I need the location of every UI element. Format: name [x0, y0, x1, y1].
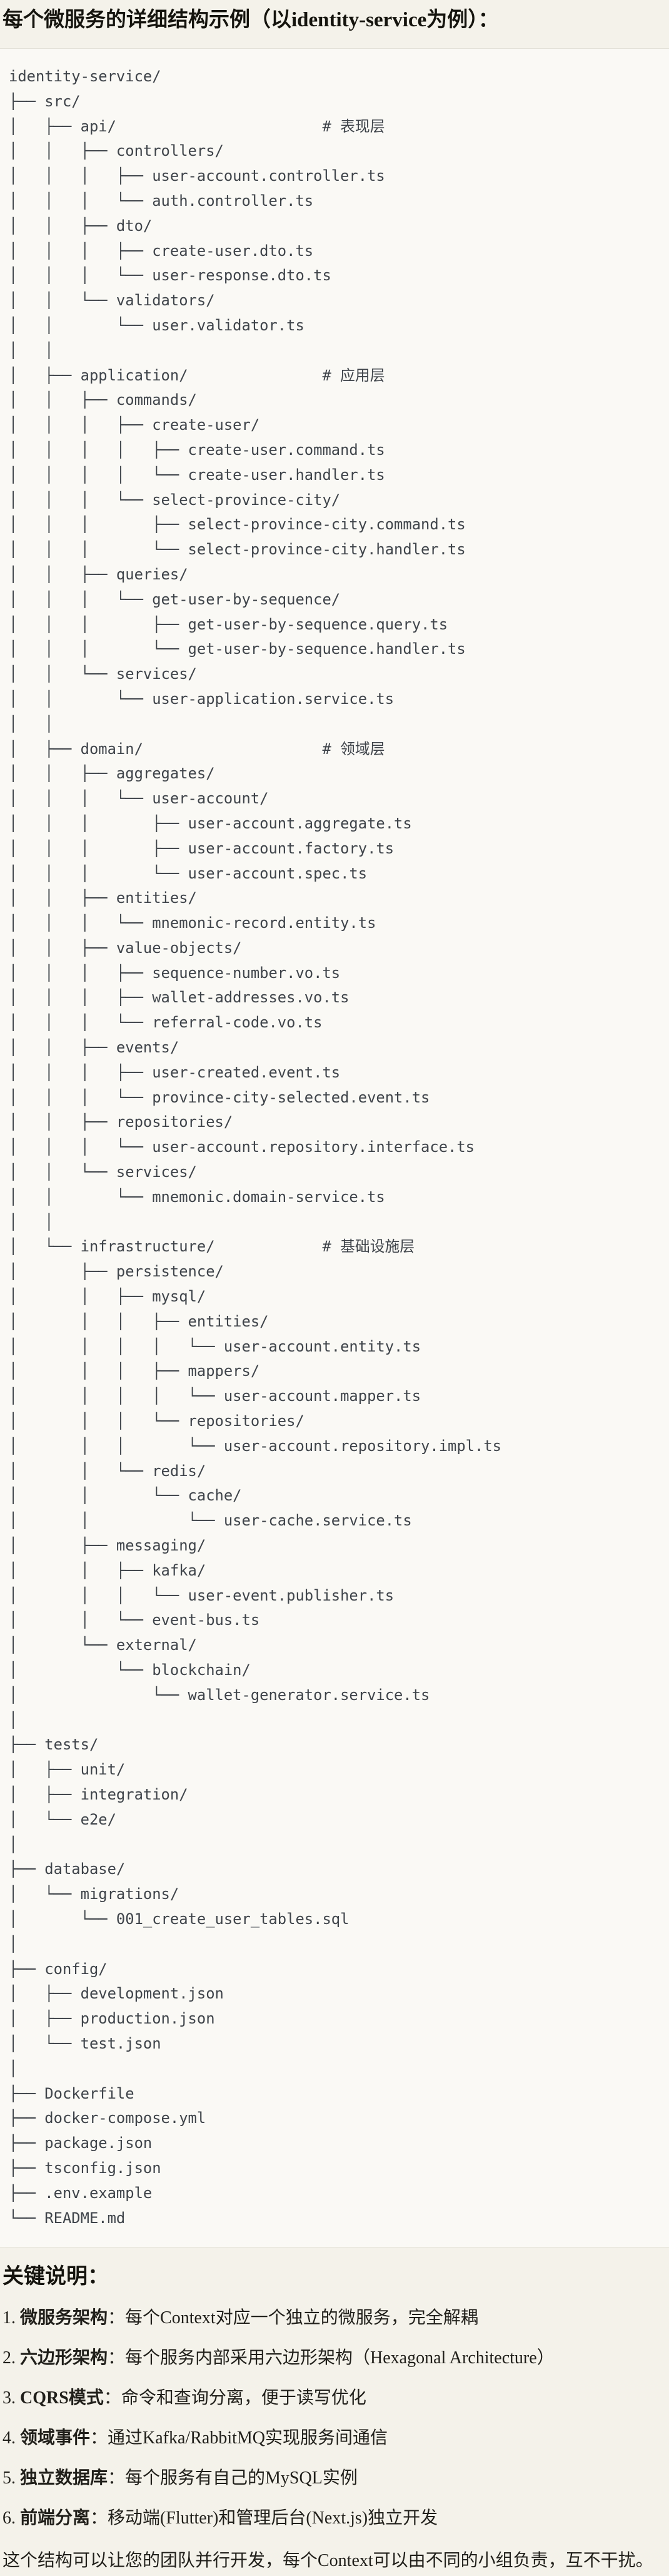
note-colon: ： [108, 2348, 126, 2368]
note-number: 2. [3, 2348, 16, 2368]
summary-paragraph: 这个结构可以让您的团队并行开发，每个Context可以由不同的小组负责，互不干扰… [3, 2551, 653, 2571]
note-number: 3. [3, 2388, 16, 2408]
notes-list: 1.微服务架构：每个Context对应一个独立的微服务，完全解耦 2.六边形架构… [3, 2306, 666, 2531]
note-item-microservice: 1.微服务架构：每个Context对应一个独立的微服务，完全解耦 [3, 2306, 666, 2331]
note-text: 每个Context对应一个独立的微服务，完全解耦 [125, 2308, 478, 2328]
note-colon: ： [90, 2428, 108, 2448]
directory-tree-code-block: identity-service/ ├── src/ │ ├── api/ # … [0, 48, 669, 2248]
note-label: 六边形架构 [20, 2348, 108, 2368]
page-title: 每个微服务的详细结构示例（以identity-service为例）： [3, 9, 499, 31]
note-text: 通过Kafka/RabbitMQ实现服务间通信 [108, 2428, 388, 2448]
note-item-domain-events: 4.领域事件：通过Kafka/RabbitMQ实现服务间通信 [3, 2426, 666, 2451]
note-text: 每个服务有自己的MySQL实例 [125, 2468, 358, 2488]
note-text: 命令和查询分离，便于读写优化 [121, 2388, 366, 2408]
note-text: 移动端(Flutter)和管理后台(Next.js)独立开发 [108, 2508, 438, 2528]
note-number: 4. [3, 2428, 16, 2448]
key-notes-section: 关键说明： 1.微服务架构：每个Context对应一个独立的微服务，完全解耦 2… [0, 2264, 669, 2573]
note-number: 5. [3, 2468, 16, 2488]
note-item-hexagonal: 2.六边形架构：每个服务内部采用六边形架构（Hexagonal Architec… [3, 2346, 666, 2371]
note-item-cqrs: 3.CQRS模式：命令和查询分离，便于读写优化 [3, 2386, 666, 2411]
note-colon: ： [90, 2508, 108, 2528]
notes-heading: 关键说明： [3, 2265, 109, 2289]
note-number: 1. [3, 2308, 16, 2328]
note-colon: ： [108, 2468, 126, 2488]
note-label: 微服务架构 [20, 2308, 108, 2328]
note-label: 独立数据库 [20, 2468, 108, 2488]
directory-tree: identity-service/ ├── src/ │ ├── api/ # … [9, 68, 501, 2227]
note-label: 领域事件 [20, 2428, 91, 2448]
note-colon: ： [103, 2388, 121, 2408]
note-text: 每个服务内部采用六边形架构（Hexagonal Architecture） [125, 2348, 555, 2368]
note-number: 6. [3, 2508, 16, 2528]
note-colon: ： [108, 2308, 126, 2328]
note-item-independent-db: 5.独立数据库：每个服务有自己的MySQL实例 [3, 2466, 666, 2491]
note-label: CQRS模式 [20, 2388, 104, 2408]
note-label: 前端分离 [20, 2508, 91, 2528]
note-item-frontend-separation: 6.前端分离：移动端(Flutter)和管理后台(Next.js)独立开发 [3, 2506, 666, 2531]
